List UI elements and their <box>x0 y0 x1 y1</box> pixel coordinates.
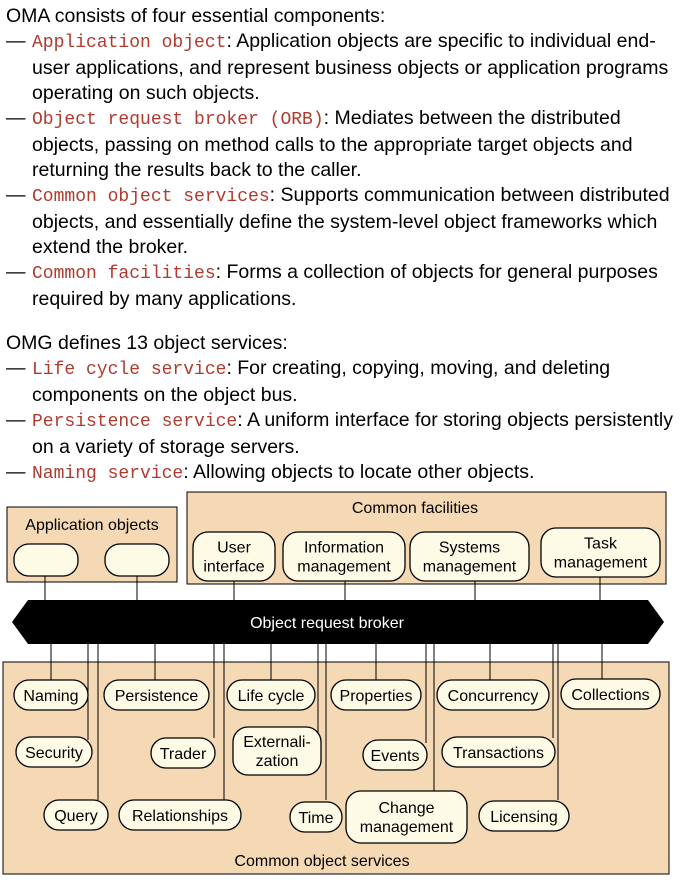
service-transactions-label: Transactions <box>453 745 544 762</box>
omg-item: — Persistence service: A uniform interfac… <box>6 408 676 460</box>
omg-item: — Naming service: Allowing objects to loc… <box>6 460 676 487</box>
facility-systems-management-label: management <box>423 559 517 576</box>
service-properties <box>330 679 422 711</box>
dash-bullet: — <box>6 107 26 129</box>
omg-term: Life cycle service <box>32 360 227 380</box>
service-relationships-label: Relationships <box>132 808 228 825</box>
oma-components-list: — Application object: Application objects… <box>6 29 676 312</box>
omg-description: : Allowing objects to locate other objec… <box>183 461 535 483</box>
facility-task-management <box>540 527 661 578</box>
omg-description: : For creating, copying, moving, and del… <box>32 357 611 406</box>
service-life-cycle <box>226 679 316 711</box>
dash-bullet: — <box>6 409 26 431</box>
oma-description: : Forms a collection of objects for gene… <box>32 261 658 310</box>
service-events <box>362 739 428 771</box>
service-concurrency-label: Concurrency <box>448 688 539 705</box>
service-licensing <box>478 800 570 832</box>
oma-term: Common facilities <box>32 264 216 284</box>
service-concurrency <box>436 679 550 711</box>
facility-information-management-label: Information <box>304 540 384 557</box>
service-persistence <box>103 679 210 711</box>
service-externali-zation-label: zation <box>256 753 299 770</box>
application-objects-title: Application objects <box>25 517 158 534</box>
service-collections <box>560 678 661 710</box>
facility-information-management-label: management <box>297 559 391 576</box>
common-object-services-title: Common object services <box>234 853 409 870</box>
service-properties-label: Properties <box>340 688 413 705</box>
dash-bullet: — <box>6 461 26 483</box>
dash-bullet: — <box>6 30 26 52</box>
service-persistence-label: Persistence <box>115 688 199 705</box>
common-facilities-title: Common facilities <box>352 500 478 517</box>
service-transactions <box>441 736 556 768</box>
omg-term: Naming service <box>32 464 184 484</box>
oma-item: — Common facilities: Forms a collection o… <box>6 260 676 312</box>
oma-intro: OMA consists of four essential component… <box>6 5 386 27</box>
facility-task-management-label: Task <box>584 536 618 553</box>
oma-description: : Supports communication between distrib… <box>32 184 670 258</box>
service-changemanagement-label: management <box>360 819 454 836</box>
oma-term: Application object <box>32 33 227 53</box>
application-object-pill <box>13 543 79 577</box>
oma-description: : Mediates between the distributed objec… <box>32 107 633 181</box>
text-section: OMA consists of four essential component… <box>6 4 676 487</box>
facility-task-management-label: management <box>554 555 648 572</box>
oma-item: — Object request broker (ORB): Mediates b… <box>6 106 676 183</box>
facility-systems-management <box>409 531 530 582</box>
service-naming <box>13 679 89 711</box>
facility-user-interface-label: interface <box>203 559 264 576</box>
omg-item: — Life cycle service: For creating, copyi… <box>6 356 676 408</box>
service-life-cycle-label: Life cycle <box>238 688 305 705</box>
facility-information-management <box>282 531 406 582</box>
dash-bullet: — <box>6 261 26 283</box>
service-changemanagement-label: Change <box>378 800 434 817</box>
dash-bullet: — <box>6 184 26 206</box>
oma-term: Common object services <box>32 187 270 207</box>
service-collections-label: Collections <box>571 687 649 704</box>
service-trader-label: Trader <box>160 746 207 763</box>
service-trader <box>150 737 216 769</box>
facility-user-interface-label: User <box>217 540 251 557</box>
service-events-label: Events <box>371 748 420 765</box>
service-relationships <box>118 799 242 831</box>
oma-description: : Application objects are specific to in… <box>32 30 669 104</box>
service-naming-label: Naming <box>23 688 78 705</box>
dash-bullet: — <box>6 357 26 379</box>
application-object-pill <box>104 543 170 577</box>
service-query <box>43 799 109 831</box>
omg-description: : A uniform interface for storing object… <box>32 409 673 458</box>
facility-user-interface <box>192 531 276 582</box>
service-time <box>289 801 343 833</box>
service-security-label: Security <box>25 745 83 762</box>
omg-term: Persistence service <box>32 412 238 432</box>
oma-term: Object request broker (ORB) <box>32 110 324 130</box>
oma-item: — Application object: Application objects… <box>6 29 676 106</box>
object-request-broker-label: Object request broker <box>250 615 405 632</box>
service-licensing-label: Licensing <box>490 809 558 826</box>
service-security <box>15 736 93 768</box>
service-externali-zation-label: Externali- <box>243 734 311 751</box>
oma-item: — Common object services: Supports commun… <box>6 183 676 260</box>
facility-systems-management-label: Systems <box>439 540 500 557</box>
service-changemanagement <box>345 790 468 844</box>
omg-intro: OMG defines 13 object services: <box>6 332 288 354</box>
object-request-broker-arrow <box>12 600 664 644</box>
service-externali-zation <box>232 726 322 776</box>
service-time-label: Time <box>299 810 334 827</box>
omg-services-list: — Life cycle service: For creating, copyi… <box>6 356 676 487</box>
service-query-label: Query <box>54 808 98 825</box>
